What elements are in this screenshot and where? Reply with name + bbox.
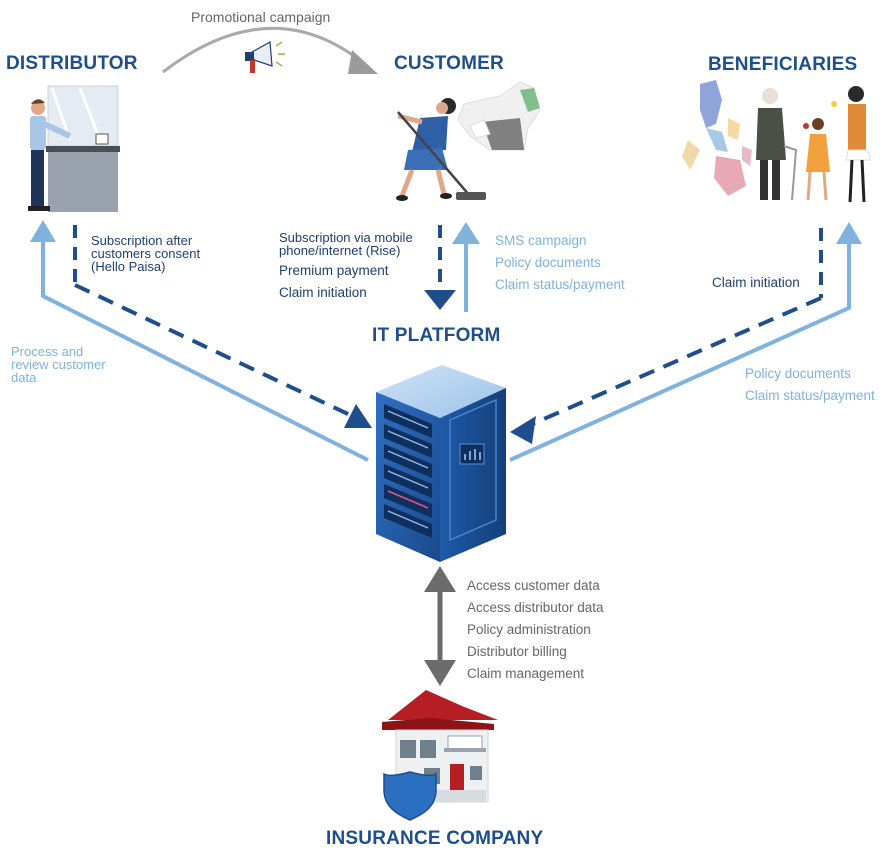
platform-insurer-arrowhead-bottom <box>424 660 456 686</box>
insurer-flow-1: Access customer data <box>467 578 600 593</box>
customer-illustration <box>396 98 486 201</box>
it-platform-title: IT PLATFORM <box>372 325 501 346</box>
distributor-to-platform-line-1: Subscription after <box>91 233 193 248</box>
platform-to-customer-arrowhead <box>452 222 480 244</box>
platform-to-beneficiaries-arrowhead <box>836 222 862 244</box>
distributor-to-platform-arrowhead <box>344 404 372 428</box>
promo-label: Promotional campaign <box>191 9 331 25</box>
platform-to-beneficiaries-line-1: Policy documents <box>745 366 851 381</box>
megaphone-icon <box>245 41 285 73</box>
distributor-to-platform-dashed-diagonal <box>74 283 351 417</box>
insurer-flow-3: Policy administration <box>467 622 591 637</box>
philippines-map-illustration <box>682 80 752 196</box>
shield-icon <box>383 771 437 821</box>
server-illustration <box>376 365 506 562</box>
promo-curve-arrow <box>162 26 363 74</box>
beneficiaries-title: BENEFICIARIES <box>708 54 858 75</box>
platform-to-customer-line-3: Claim status/payment <box>495 277 625 292</box>
distributor-to-platform-line-3: (Hello Paisa) <box>91 259 166 274</box>
platform-insurer-arrowhead-top <box>424 566 456 592</box>
beneficiaries-illustration <box>756 86 871 203</box>
platform-to-distributor-arrowhead <box>30 220 56 242</box>
platform-to-beneficiaries-line-2: Claim status/payment <box>745 388 875 403</box>
platform-to-distributor-line <box>41 240 369 462</box>
insurer-flow-4: Distributor billing <box>467 644 567 659</box>
platform-to-distributor-line-2: review customer <box>11 357 106 372</box>
insurance-company-title: INSURANCE COMPANY <box>326 828 544 849</box>
platform-to-distributor-line-3: data <box>11 370 37 385</box>
insurer-flow-5: Claim management <box>467 666 585 681</box>
distributor-title: DISTRIBUTOR <box>6 53 138 74</box>
customer-to-platform-line-1: Subscription via mobile <box>279 230 413 245</box>
beneficiaries-to-platform-line-1: Claim initiation <box>712 275 800 290</box>
customer-to-platform-line-3: Premium payment <box>279 263 389 278</box>
beneficiaries-to-platform-arrowhead <box>510 416 536 444</box>
customer-to-platform-arrowhead <box>424 290 456 310</box>
platform-to-beneficiaries-line <box>509 240 851 462</box>
customer-title: CUSTOMER <box>394 53 504 74</box>
map-illustration <box>457 81 541 151</box>
customer-to-platform-line-4: Claim initiation <box>279 285 367 300</box>
distributor-illustration <box>28 85 120 212</box>
platform-to-customer-line-2: Policy documents <box>495 255 601 270</box>
beneficiaries-to-platform-dashed-diagonal <box>529 296 822 427</box>
insurer-flow-2: Access distributor data <box>467 600 604 615</box>
platform-to-distributor-line-1: Process and <box>11 344 84 359</box>
promo-arrowhead <box>348 50 378 74</box>
platform-to-customer-line-1: SMS campaign <box>495 233 587 248</box>
distributor-to-platform-line-2: customers consent <box>91 246 201 261</box>
customer-to-platform-line-2: phone/internet (Rise) <box>279 243 401 258</box>
